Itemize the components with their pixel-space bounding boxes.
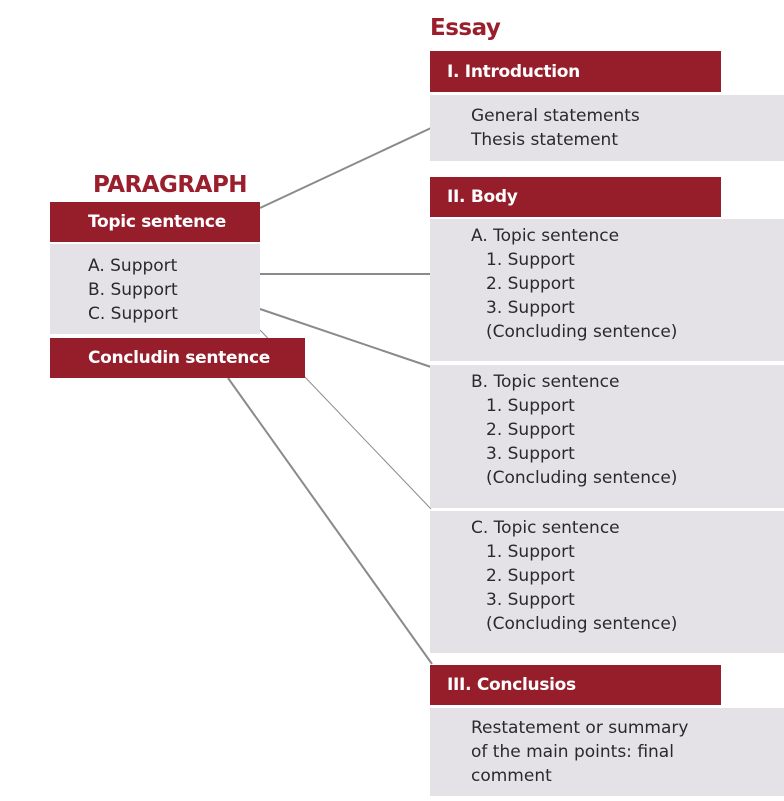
paragraph-title: PARAGRAPH	[93, 172, 248, 198]
paragraph-topic-header: Topic sentence	[50, 202, 260, 242]
body-support-item: 3. Support	[486, 298, 575, 318]
body-header: II. Body	[430, 177, 721, 217]
conclusion-box: Restatement or summary of the main point…	[430, 708, 784, 796]
body-topic-sentence: C. Topic sentence	[471, 518, 620, 538]
body-support-item: 1. Support	[486, 250, 575, 270]
connector-topic-to-introduction	[259, 127, 432, 209]
body-section-c: C. Topic sentence 1. Support 2. Support …	[430, 511, 784, 653]
paragraph-support-c: C. Support	[88, 304, 178, 324]
body-section-b: B. Topic sentence 1. Support 2. Support …	[430, 365, 784, 508]
body-support-item: 2. Support	[486, 274, 575, 294]
introduction-line: General statements	[471, 106, 640, 126]
connector-concluding-to-conclusion	[227, 377, 433, 665]
conclusion-line: comment	[471, 766, 552, 786]
connector-support-to-body-b	[259, 308, 432, 368]
body-support-item: 1. Support	[486, 542, 575, 562]
conclusion-header: III. Conclusios	[430, 665, 721, 705]
body-support-item: 2. Support	[486, 566, 575, 586]
body-support-item: 1. Support	[486, 396, 575, 416]
introduction-line: Thesis statement	[471, 130, 618, 150]
introduction-box: General statements Thesis statement	[430, 95, 784, 161]
paragraph-supports-box: A. Support B. Support C. Support	[50, 244, 260, 334]
body-section-a: A. Topic sentence 1. Support 2. Support …	[430, 219, 784, 361]
conclusion-line: Restatement or summary	[471, 718, 689, 738]
conclusion-line: of the main points: final	[471, 742, 674, 762]
body-concluding-item: (Concluding sentence)	[486, 322, 678, 342]
essay-title: Essay	[430, 15, 501, 41]
body-topic-sentence: A. Topic sentence	[471, 226, 620, 246]
body-support-item: 3. Support	[486, 590, 575, 610]
paragraph-support-b: B. Support	[88, 280, 178, 300]
paragraph-concluding-header: Concludin sentence	[50, 338, 305, 378]
body-concluding-item: (Concluding sentence)	[486, 614, 678, 634]
body-support-item: 2. Support	[486, 420, 575, 440]
paragraph-support-a: A. Support	[88, 256, 178, 276]
body-topic-sentence: B. Topic sentence	[471, 372, 620, 392]
body-support-item: 3. Support	[486, 444, 575, 464]
body-concluding-item: (Concluding sentence)	[486, 468, 678, 488]
introduction-header: I. Introduction	[430, 51, 721, 92]
